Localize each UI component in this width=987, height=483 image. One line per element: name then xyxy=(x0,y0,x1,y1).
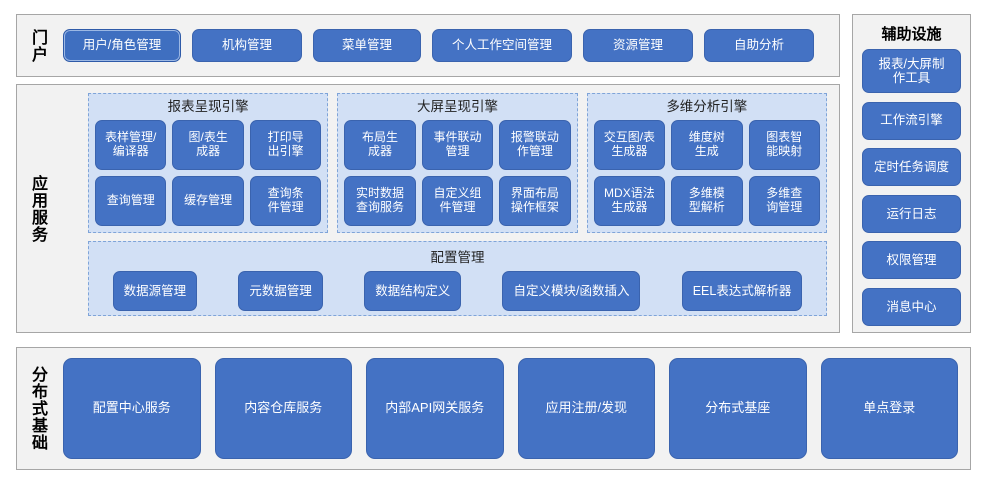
aux-button-权限管理[interactable]: 权限管理 xyxy=(862,241,961,280)
engine-row: 报表呈现引擎表样管理/ 编译器图/表生 成器打印导 出引擎查询管理缓存管理查询条… xyxy=(88,93,827,233)
engine-button-多维模型解析[interactable]: 多维模 型解析 xyxy=(671,175,743,226)
engine-title-报表呈现引擎: 报表呈现引擎 xyxy=(167,99,249,114)
engine-title-大屏呈现引擎: 大屏呈现引擎 xyxy=(416,99,498,114)
distributed-button-内容仓库服务[interactable]: 内容仓库服务 xyxy=(214,358,352,459)
engine-group-报表呈现引擎: 报表呈现引擎表样管理/ 编译器图/表生 成器打印导 出引擎查询管理缓存管理查询条… xyxy=(88,93,329,233)
aux-button-运行日志[interactable]: 运行日志 xyxy=(862,194,961,233)
engine-button-维度树生成[interactable]: 维度树 生成 xyxy=(671,119,743,170)
portal-button-机构管理[interactable]: 机构管理 xyxy=(192,29,302,62)
app-service-content: 报表呈现引擎表样管理/ 编译器图/表生 成器打印导 出引擎查询管理缓存管理查询条… xyxy=(63,93,830,324)
config-button-自定义模块-函数插入[interactable]: 自定义模块/函数插入 xyxy=(502,271,641,311)
engine-button-MDX语法生成器[interactable]: MDX语法 生成器 xyxy=(593,175,666,226)
engine-group-多维分析引擎: 多维分析引擎交互图/表 生成器维度树 生成图表智 能映射 MDX语法 生成器多维模… xyxy=(586,93,827,233)
app-service-label-text: 应用服务 xyxy=(28,174,46,243)
portal-button-资源管理[interactable]: 资源管理 xyxy=(583,29,693,62)
distributed-button-内部API网关服务[interactable]: 内部API网关服务 xyxy=(366,358,504,459)
engine-button-事件联动管理[interactable]: 事件联动 管理 xyxy=(421,119,494,170)
engine-title-多维分析引擎: 多维分析引擎 xyxy=(666,99,748,114)
engine-button-布局生成器[interactable]: 布局生 成器 xyxy=(344,119,416,170)
engine-button-缓存管理[interactable]: 缓存管理 xyxy=(172,175,244,226)
portal-button-个人工作空间管理[interactable]: 个人工作空间管理 xyxy=(432,29,572,62)
engine-button-报警联动作管理[interactable]: 报警联动 作管理 xyxy=(499,119,571,170)
distributed-button-row: 配置中心服务内容仓库服务内部API网关服务应用注册/发现分布式基座单点登录 xyxy=(63,358,958,459)
distributed-label-text: 分布式基础 xyxy=(28,366,46,451)
portal-button-用户-角色管理[interactable]: 用户/角色管理 xyxy=(63,29,181,62)
engine-button-实时数据查询服务[interactable]: 实时数据 查询服务 xyxy=(344,175,416,226)
distributed-foundation-section: 分布式基础 配置中心服务内容仓库服务内部API网关服务应用注册/发现分布式基座单… xyxy=(16,347,971,470)
config-button-元数据管理[interactable]: 元数据管理 xyxy=(238,271,323,311)
config-management-title: 配置管理 xyxy=(430,250,485,265)
distributed-button-应用注册-发现[interactable]: 应用注册/发现 xyxy=(517,358,655,459)
aux-button-定时任务调度[interactable]: 定时任务调度 xyxy=(862,148,961,187)
config-button-数据源管理[interactable]: 数据源管理 xyxy=(112,271,198,311)
engine-button-界面布局操作框架[interactable]: 界面布局 操作框架 xyxy=(499,175,571,226)
engine-button-打印导出引擎[interactable]: 打印导 出引擎 xyxy=(249,119,322,170)
config-management-group: 配置管理 数据源管理元数据管理 数据结构定义自定义模块/函数插入 EEL表达式解析器 xyxy=(88,241,827,316)
config-button-EEL表达式解析器[interactable]: EEL表达式解析器 xyxy=(681,271,803,311)
aux-facilities-section: 辅助设施 报表/大屏制 作工具工作流引擎定时任务调度运行日志权限管理消息中心 xyxy=(852,14,971,333)
engine-grid: 表样管理/ 编译器图/表生 成器打印导 出引擎查询管理缓存管理查询条 件管理 xyxy=(95,119,322,226)
portal-button-菜单管理[interactable]: 菜单管理 xyxy=(313,29,421,62)
app-service-section-label: 应用服务 xyxy=(17,85,57,332)
aux-facilities-title: 辅助设施 xyxy=(881,26,942,43)
engine-button-表样管理-编译器[interactable]: 表样管理/ 编译器 xyxy=(95,119,167,170)
portal-section: 门户 用户/角色管理机构管理菜单管理个人工作空间管理资源管理自助分析 xyxy=(16,14,840,77)
aux-button-报表-大屏制作工具[interactable]: 报表/大屏制 作工具 xyxy=(862,49,961,93)
aux-button-工作流引擎[interactable]: 工作流引擎 xyxy=(862,101,961,140)
aux-button-消息中心[interactable]: 消息中心 xyxy=(862,287,961,326)
config-management-button-row: 数据源管理元数据管理 数据结构定义自定义模块/函数插入 EEL表达式解析器 xyxy=(97,271,818,311)
engine-button-自定义组件管理[interactable]: 自定义组 件管理 xyxy=(421,175,494,226)
engine-grid: 交互图/表 生成器维度树 生成图表智 能映射 MDX语法 生成器多维模 型解析多维… xyxy=(593,119,820,226)
distributed-button-单点登录[interactable]: 单点登录 xyxy=(820,358,958,459)
aux-facilities-list: 报表/大屏制 作工具工作流引擎定时任务调度运行日志权限管理消息中心 xyxy=(862,49,961,326)
portal-section-label: 门户 xyxy=(17,15,57,76)
distributed-button-分布式基座[interactable]: 分布式基座 xyxy=(669,358,807,459)
engine-button-查询条件管理[interactable]: 查询条 件管理 xyxy=(249,175,322,226)
engine-group-大屏呈现引擎: 大屏呈现引擎布局生 成器事件联动 管理报警联动 作管理实时数据 查询服务自定义组… xyxy=(337,93,578,233)
distributed-foundation-section-label: 分布式基础 xyxy=(17,348,57,469)
distributed-button-配置中心服务[interactable]: 配置中心服务 xyxy=(63,358,201,459)
portal-label-text: 门户 xyxy=(28,28,46,63)
engine-button-图表智能映射[interactable]: 图表智 能映射 xyxy=(748,119,820,170)
app-service-section: 应用服务 报表呈现引擎表样管理/ 编译器图/表生 成器打印导 出引擎查询管理缓存… xyxy=(16,84,840,333)
engine-button-查询管理[interactable]: 查询管理 xyxy=(95,175,167,226)
engine-button-多维查询管理[interactable]: 多维查 询管理 xyxy=(748,175,820,226)
config-button-数据结构定义[interactable]: 数据结构定义 xyxy=(364,271,462,311)
portal-button-row: 用户/角色管理机构管理菜单管理个人工作空间管理资源管理自助分析 xyxy=(63,15,831,76)
portal-button-自助分析[interactable]: 自助分析 xyxy=(704,29,814,62)
engine-button-图-表生成器[interactable]: 图/表生 成器 xyxy=(172,119,244,170)
engine-grid: 布局生 成器事件联动 管理报警联动 作管理实时数据 查询服务自定义组 件管理界面… xyxy=(344,119,571,226)
engine-button-交互图-表生成器[interactable]: 交互图/表 生成器 xyxy=(593,119,666,170)
